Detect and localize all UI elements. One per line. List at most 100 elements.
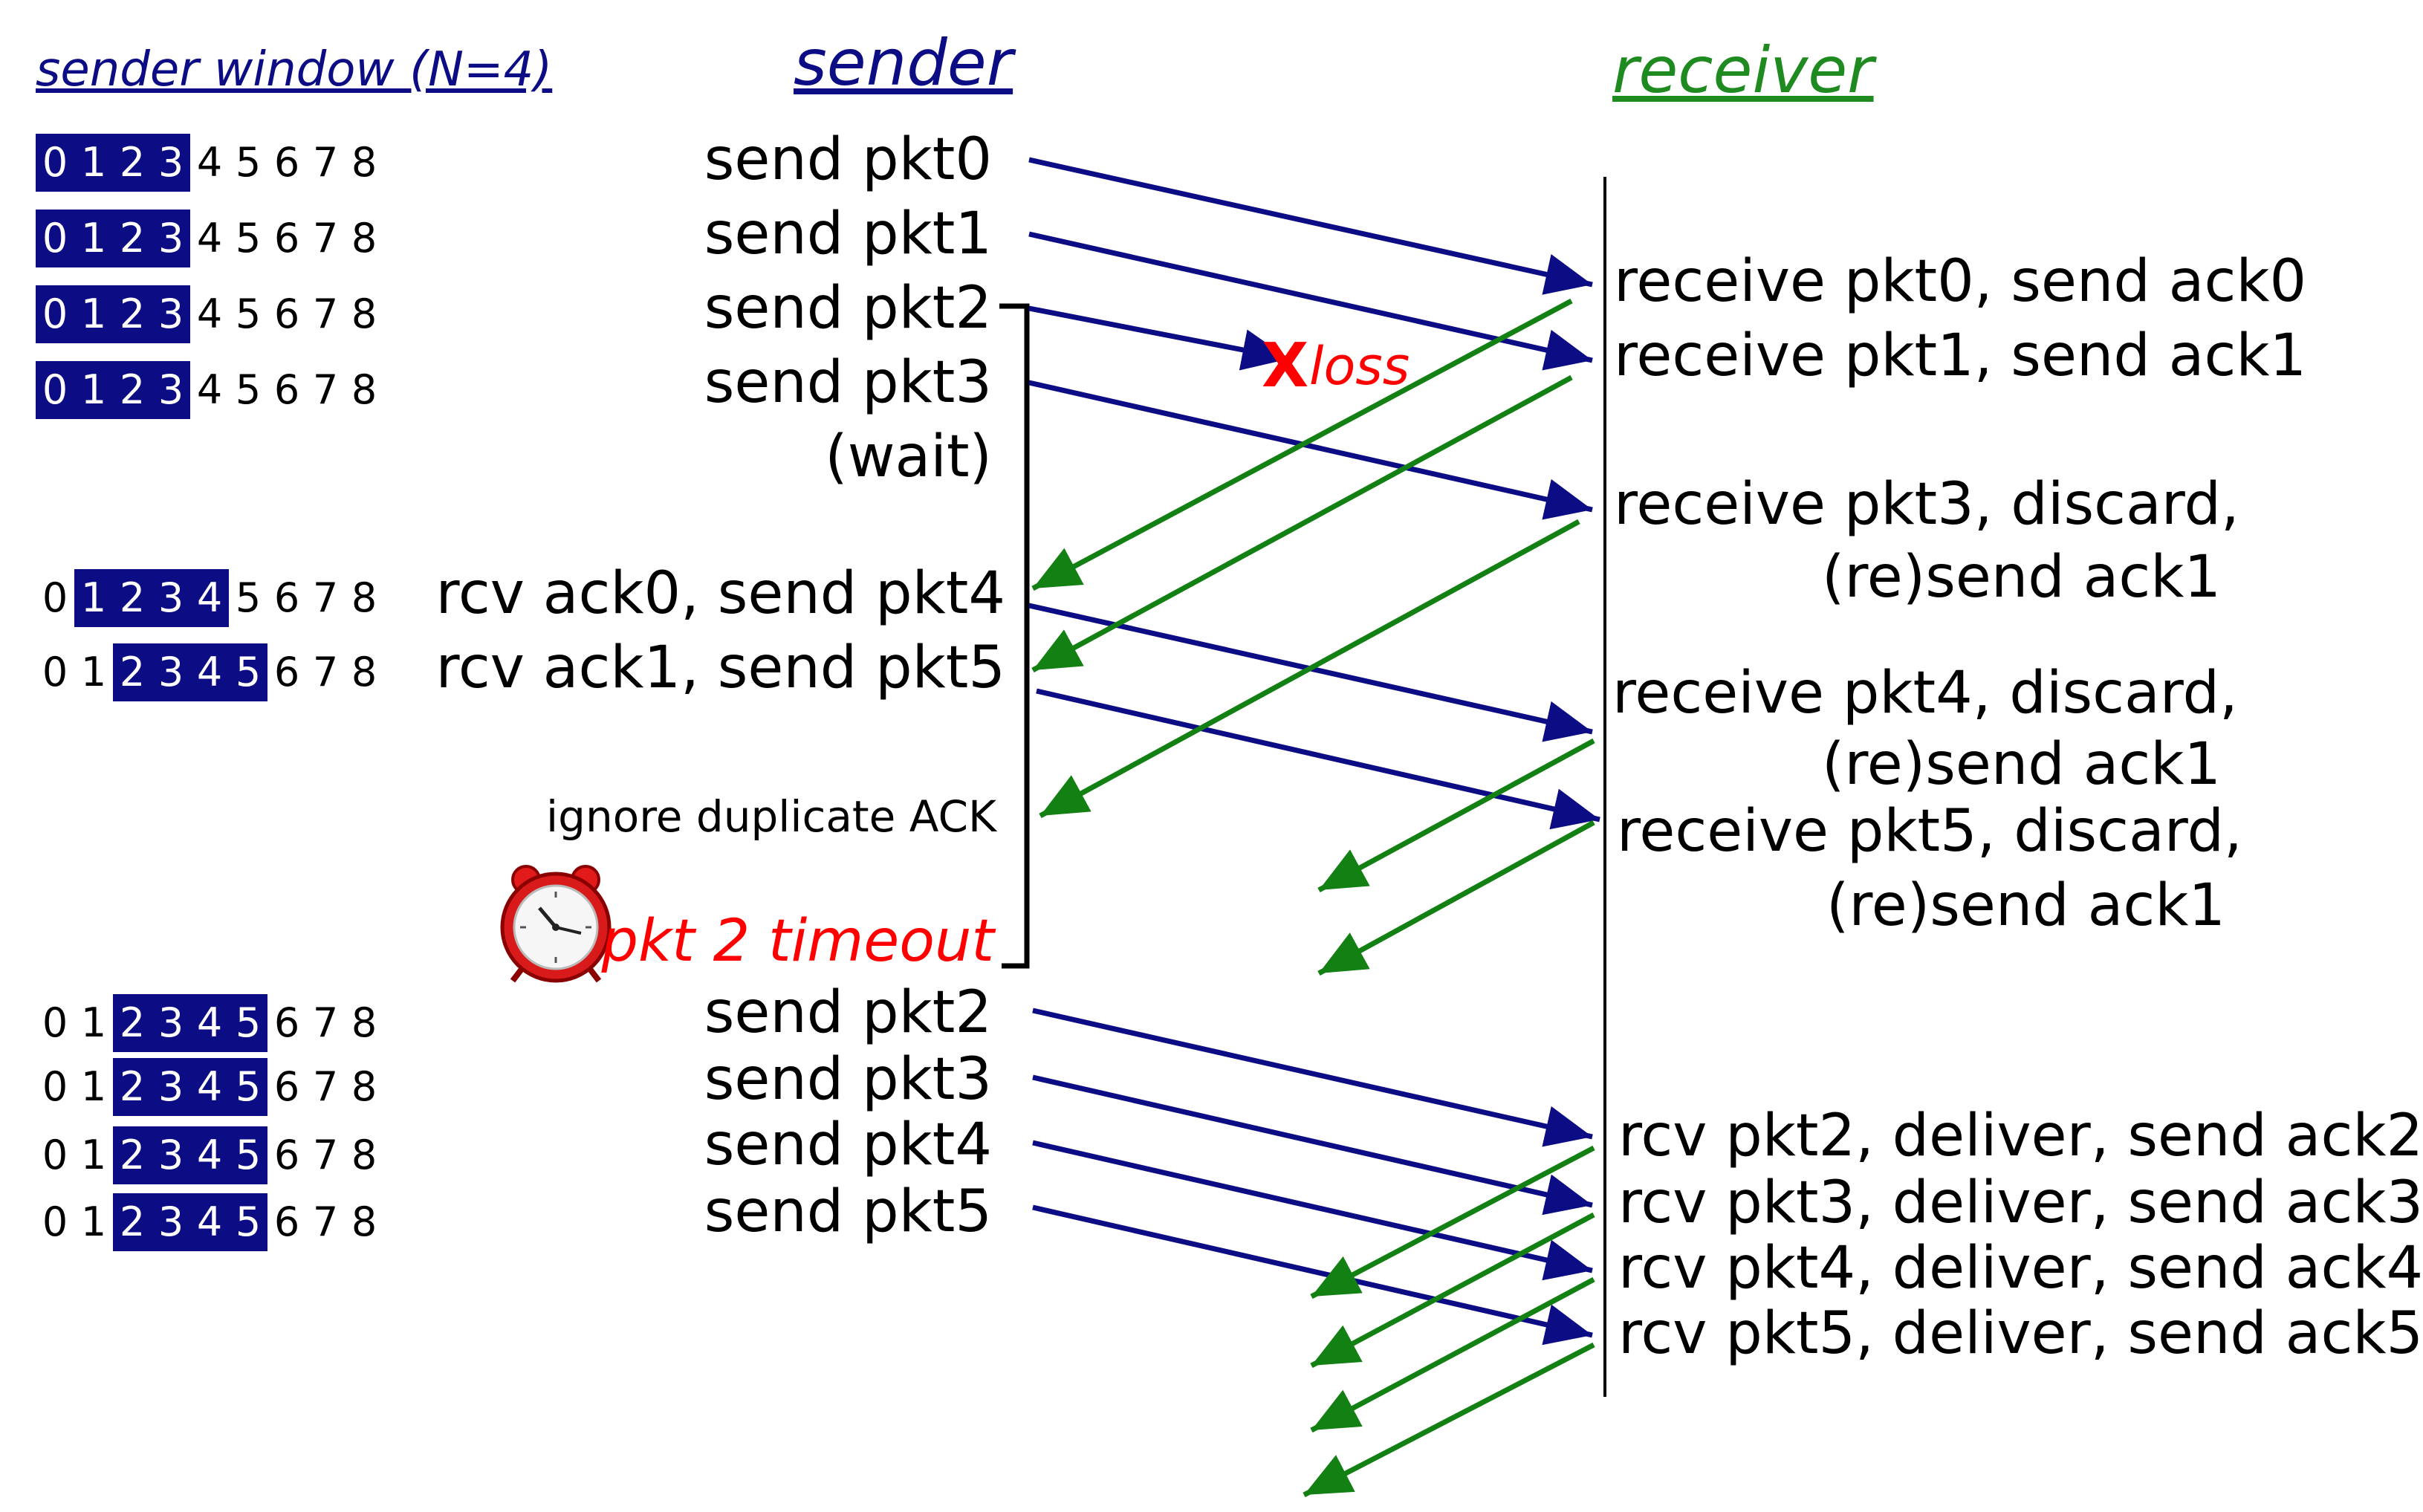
receiver-event: receive pkt3, discard, xyxy=(1614,471,2239,538)
receiver-event: rcv pkt5, deliver, send ack5 xyxy=(1618,1300,2423,1367)
window-seq-number: 1 xyxy=(80,1198,107,1245)
window-seq-in-window: 3 xyxy=(152,569,190,627)
arrow-pkt3-resend xyxy=(1032,1074,1593,1216)
window-seq-in-window: 2 xyxy=(113,361,152,419)
arrow-ack1 xyxy=(1031,374,1573,673)
window-seq-number: 6 xyxy=(273,1132,300,1178)
arrow-pkt4-resend xyxy=(1032,1140,1593,1281)
window-seq-number: 1 xyxy=(80,649,107,695)
receiver-event: receive pkt0, send ack0 xyxy=(1614,248,2307,315)
receiver-event: receive pkt4, discard, xyxy=(1612,660,2238,727)
receiver-event: receive pkt1, send ack1 xyxy=(1614,322,2307,389)
window-seq-in-window: 2 xyxy=(113,643,152,701)
window-seq-number: 4 xyxy=(196,139,223,186)
window-seq-in-window: 0 xyxy=(36,361,74,419)
window-seq-number: 8 xyxy=(351,1063,377,1110)
sender-event: send pkt2 xyxy=(704,275,992,342)
window-seq-in-window: 3 xyxy=(152,210,190,267)
window-seq-number: 6 xyxy=(273,215,300,262)
window-seq-number: 8 xyxy=(351,1132,377,1178)
window-seq-in-window: 3 xyxy=(152,1126,190,1184)
window-seq-number: 1 xyxy=(80,1063,107,1110)
window-seq-in-window: 3 xyxy=(152,285,190,343)
receiver-event: receive pkt5, discard, xyxy=(1617,798,2242,865)
sender-header: sender xyxy=(794,26,1013,100)
sender-event: send pkt3 xyxy=(704,349,992,416)
window-seq-number: 0 xyxy=(42,1063,68,1110)
window-seq-number: 6 xyxy=(273,139,300,186)
receiver-event: (re)send ack1 xyxy=(1822,731,2222,798)
sender-event: send pkt1 xyxy=(704,201,992,267)
arrow-pkt2-lost xyxy=(1028,305,1290,371)
window-seq-in-window: 4 xyxy=(190,569,229,627)
window-seq-in-window: 4 xyxy=(190,994,229,1052)
window-seq-number: 0 xyxy=(42,1132,68,1178)
receiver-event: (re)send ack1 xyxy=(1826,872,2226,939)
window-seq-in-window: 3 xyxy=(152,361,190,419)
window-seq-in-window: 2 xyxy=(113,569,152,627)
window-seq-in-window: 3 xyxy=(152,994,190,1052)
window-seq-number: 6 xyxy=(273,574,300,621)
receiver-header: receiver xyxy=(1612,33,1874,108)
window-seq-in-window: 5 xyxy=(229,1058,267,1116)
window-seq-in-window: 4 xyxy=(190,1126,229,1184)
window-seq-in-window: 4 xyxy=(190,1058,229,1116)
sender-window-title: sender window (N=4) xyxy=(36,42,553,97)
window-seq-number: 0 xyxy=(42,1198,68,1245)
arrow-ack1-dup2 xyxy=(1317,738,1595,893)
window-seq-in-window: 2 xyxy=(113,134,152,192)
window-seq-in-window: 0 xyxy=(36,210,74,267)
receiver-event: rcv pkt3, deliver, send ack3 xyxy=(1618,1169,2423,1236)
window-seq-in-window: 2 xyxy=(113,1058,152,1116)
window-seq-in-window: 3 xyxy=(152,1058,190,1116)
ignore-duplicate-ack-label: ignore duplicate ACK xyxy=(546,791,996,842)
window-seq-number: 7 xyxy=(312,291,339,337)
window-seq-number: 5 xyxy=(235,291,262,337)
window-seq-number: 4 xyxy=(196,291,223,337)
timeout-bracket xyxy=(999,303,1030,969)
arrow-ack3 xyxy=(1310,1212,1595,1369)
window-seq-in-window: 4 xyxy=(190,1193,229,1251)
window-seq-number: 6 xyxy=(273,1198,300,1245)
window-seq-number: 7 xyxy=(312,366,339,413)
window-seq-number: 5 xyxy=(235,139,262,186)
window-seq-in-window: 1 xyxy=(74,285,113,343)
window-seq-in-window: 3 xyxy=(152,643,190,701)
window-seq-number: 6 xyxy=(273,366,300,413)
arrow-ack1-dup1 xyxy=(1039,519,1580,819)
loss-mark: X xyxy=(1262,331,1309,401)
arrow-pkt5-resend xyxy=(1032,1204,1593,1346)
window-seq-number: 7 xyxy=(312,649,339,695)
receiver-event: rcv pkt2, deliver, send ack2 xyxy=(1618,1103,2423,1169)
window-seq-number: 8 xyxy=(351,574,377,621)
window-seq-in-window: 5 xyxy=(229,1193,267,1251)
window-seq-in-window: 5 xyxy=(229,994,267,1052)
window-seq-number: 7 xyxy=(312,574,339,621)
loss-label: loss xyxy=(1309,336,1410,397)
window-seq-in-window: 5 xyxy=(229,1126,267,1184)
arrow-pkt5 xyxy=(1036,688,1600,830)
window-seq-number: 8 xyxy=(351,291,377,337)
sender-event: send pkt5 xyxy=(704,1178,992,1245)
window-seq-number: 5 xyxy=(235,215,262,262)
window-seq-in-window: 1 xyxy=(74,134,113,192)
window-seq-in-window: 1 xyxy=(74,210,113,267)
window-seq-number: 1 xyxy=(80,999,107,1046)
window-seq-number: 6 xyxy=(273,291,300,337)
window-seq-number: 6 xyxy=(273,1063,300,1110)
arrow-ack1-dup3 xyxy=(1317,820,1595,976)
window-seq-number: 8 xyxy=(351,366,377,413)
window-seq-number: 7 xyxy=(312,1132,339,1178)
window-seq-number: 6 xyxy=(273,999,300,1046)
arrow-ack2 xyxy=(1310,1145,1595,1300)
window-seq-number: 8 xyxy=(351,215,377,262)
receiver-event: rcv pkt4, deliver, send ack4 xyxy=(1618,1235,2423,1302)
window-seq-number: 0 xyxy=(42,649,68,695)
